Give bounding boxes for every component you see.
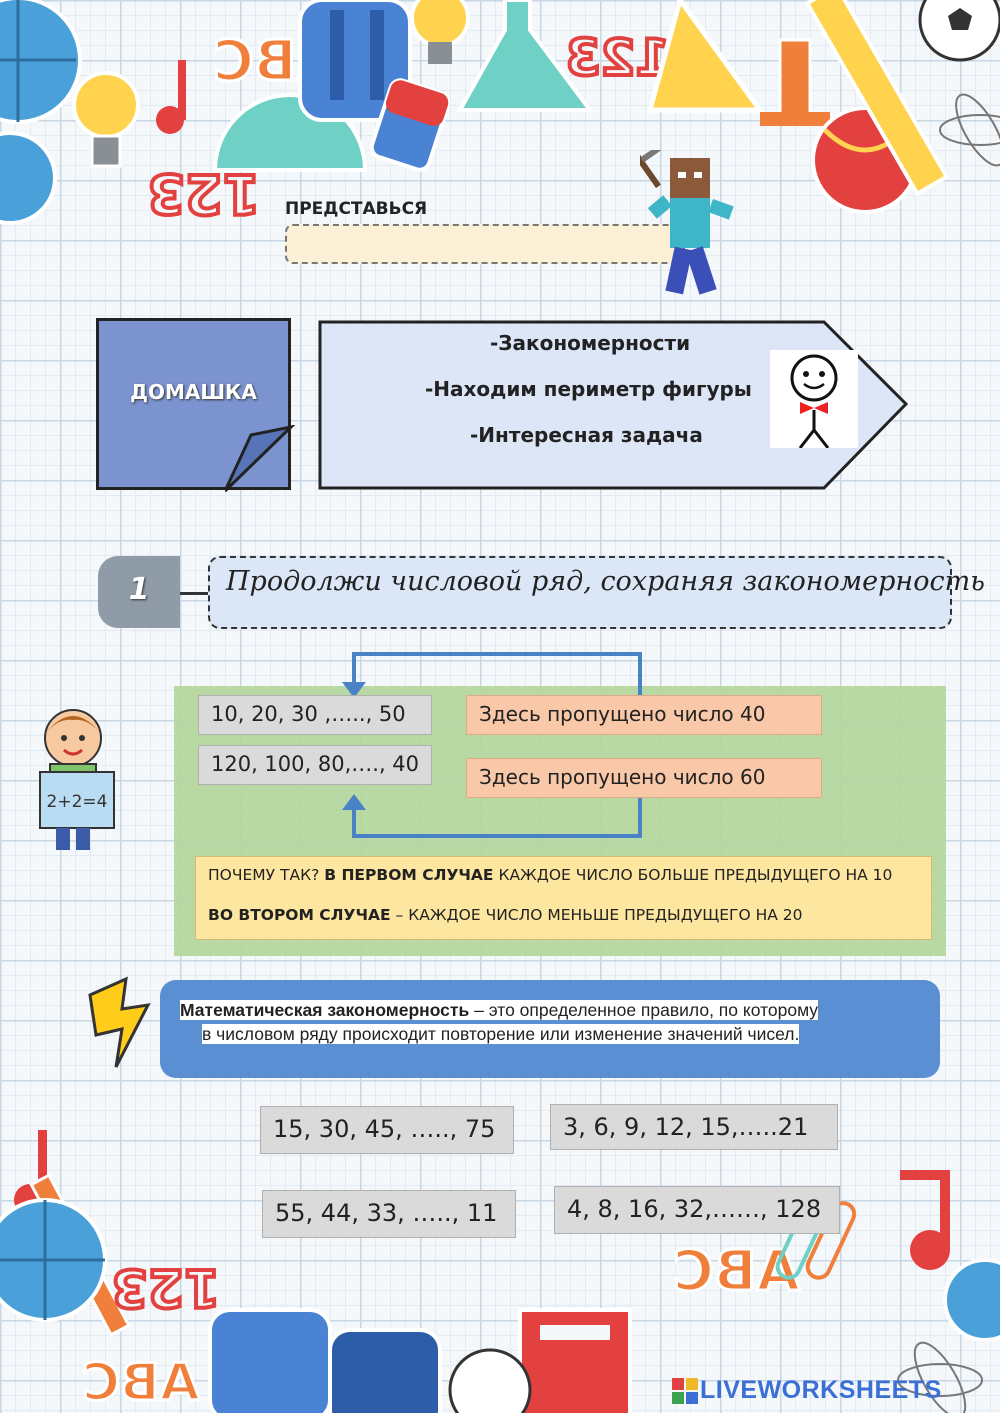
topics-arrow-box	[318, 320, 909, 490]
missing-number-note: Здесь пропущено число 60	[466, 758, 822, 798]
explanation-line-2: ВО ВТОРОМ СЛУЧАЕ – КАЖДОЕ ЧИСЛО МЕНЬШЕ П…	[208, 906, 803, 924]
globe-icon	[0, 131, 57, 225]
liveworksheets-logo[interactable]: LIVEWORKSHEETS	[700, 1376, 942, 1404]
music-note-icon	[900, 1170, 950, 1270]
globe-icon	[943, 1258, 1000, 1342]
boy-with-board-icon: 2+2=4	[39, 709, 115, 850]
numbers-123-icon: 123	[145, 160, 262, 227]
topic-item: -Находим периметр фигуры	[425, 377, 752, 401]
topic-item: -Закономерности	[490, 331, 691, 355]
definition-line-2: в числовом ряду происходит повторение ил…	[202, 1024, 800, 1044]
exercise-series[interactable]: 4, 8, 16, 32,……, 128	[554, 1186, 840, 1234]
globe-icon	[0, 1198, 107, 1322]
exercise-series[interactable]: 55, 44, 33, ….., 11	[262, 1190, 516, 1238]
series-example: 10, 20, 30 ,….., 50	[198, 695, 432, 735]
exercise-series[interactable]: 15, 30, 45, ….., 75	[260, 1106, 514, 1154]
pencil-icon	[804, 0, 950, 197]
exercise-series[interactable]: 3, 6, 9, 12, 15,…..21	[550, 1104, 838, 1150]
homework-box	[96, 318, 291, 490]
svg-text:123: 123	[566, 29, 670, 87]
definition-text: Математическая закономерность – это опре…	[180, 998, 920, 1046]
eraser-icon	[369, 78, 451, 172]
top-decoration: ABC 123 123	[0, 0, 1000, 227]
backpack-icon	[298, 0, 412, 122]
lightbulb-icon	[410, 0, 470, 64]
explanation-box: ПОЧЕМУ ТАК? В ПЕРВОМ СЛУЧАЕ КАЖДОЕ ЧИСЛО…	[195, 856, 932, 940]
ball-icon	[448, 1348, 532, 1413]
soccer-ball-icon	[918, 0, 1000, 62]
backpack-icon	[208, 1308, 332, 1413]
letters-abc-icon: ABC	[80, 1352, 201, 1413]
connector-line	[180, 592, 208, 595]
stick-figure-icon	[770, 350, 858, 448]
task-title-box	[208, 556, 952, 629]
board-text: 2+2=4	[47, 792, 108, 812]
minecraft-character-icon	[640, 150, 734, 295]
task-number-badge	[98, 556, 180, 628]
lightbulb-icon	[72, 71, 140, 168]
explanation-text: КАЖДОЕ ЧИСЛО БОЛЬШЕ ПРЕДЫДУЩЕГО НА 10	[493, 866, 893, 884]
definition-term: Математическая закономерность	[180, 1000, 470, 1020]
numbers-123-icon: 123	[109, 1255, 222, 1319]
explanation-text: – КАЖДОЕ ЧИСЛО МЕНЬШЕ ПРЕДЫДУЩЕГО НА 20	[390, 906, 803, 924]
lightning-icon	[88, 976, 151, 1068]
backpack-icon	[328, 1328, 442, 1413]
triangle-ruler-icon	[646, 0, 765, 113]
book-icon	[518, 1308, 632, 1413]
series-example: 120, 100, 80,…., 40	[198, 745, 432, 785]
flow-arrows	[342, 652, 642, 838]
liveworksheets-logo-icon	[672, 1378, 698, 1404]
task-title: Продолжи числовой ряд, сохраняя закономе…	[226, 566, 985, 597]
atom-icon	[897, 1341, 983, 1413]
topic-item: -Интересная задача	[470, 423, 703, 447]
svg-text:123: 123	[111, 1257, 220, 1317]
globe-icon	[0, 0, 82, 124]
homework-title: ДОМАШКА	[130, 380, 257, 404]
missing-number-note: Здесь пропущено число 40	[466, 695, 822, 735]
numbers-123-icon: 123	[564, 27, 672, 89]
music-note-icon	[156, 60, 186, 134]
name-input[interactable]	[285, 224, 685, 264]
atom-icon	[939, 93, 1000, 167]
explanation-bold: ВО ВТОРОМ СЛУЧАЕ	[208, 906, 391, 924]
page-curl-icon	[225, 425, 295, 493]
bottom-decoration: 123 ABC ABC	[0, 1130, 1000, 1413]
svg-text:ABC: ABC	[82, 1353, 200, 1413]
definition-rest: – это определенное правило, по которому	[469, 1000, 819, 1020]
explanation-bold: В ПЕРВОМ СЛУЧАЕ	[324, 866, 494, 884]
explanation-text: ПОЧЕМУ ТАК?	[208, 866, 325, 884]
explanation-line-1: ПОЧЕМУ ТАК? В ПЕРВОМ СЛУЧАЕ КАЖДОЕ ЧИСЛО…	[208, 866, 892, 884]
svg-text:123: 123	[147, 162, 260, 225]
flask-icon	[456, 0, 594, 112]
task-number: 1	[128, 572, 150, 607]
name-label: ПРЕДСТАВЬСЯ	[285, 199, 428, 219]
microscope-icon	[760, 38, 830, 126]
